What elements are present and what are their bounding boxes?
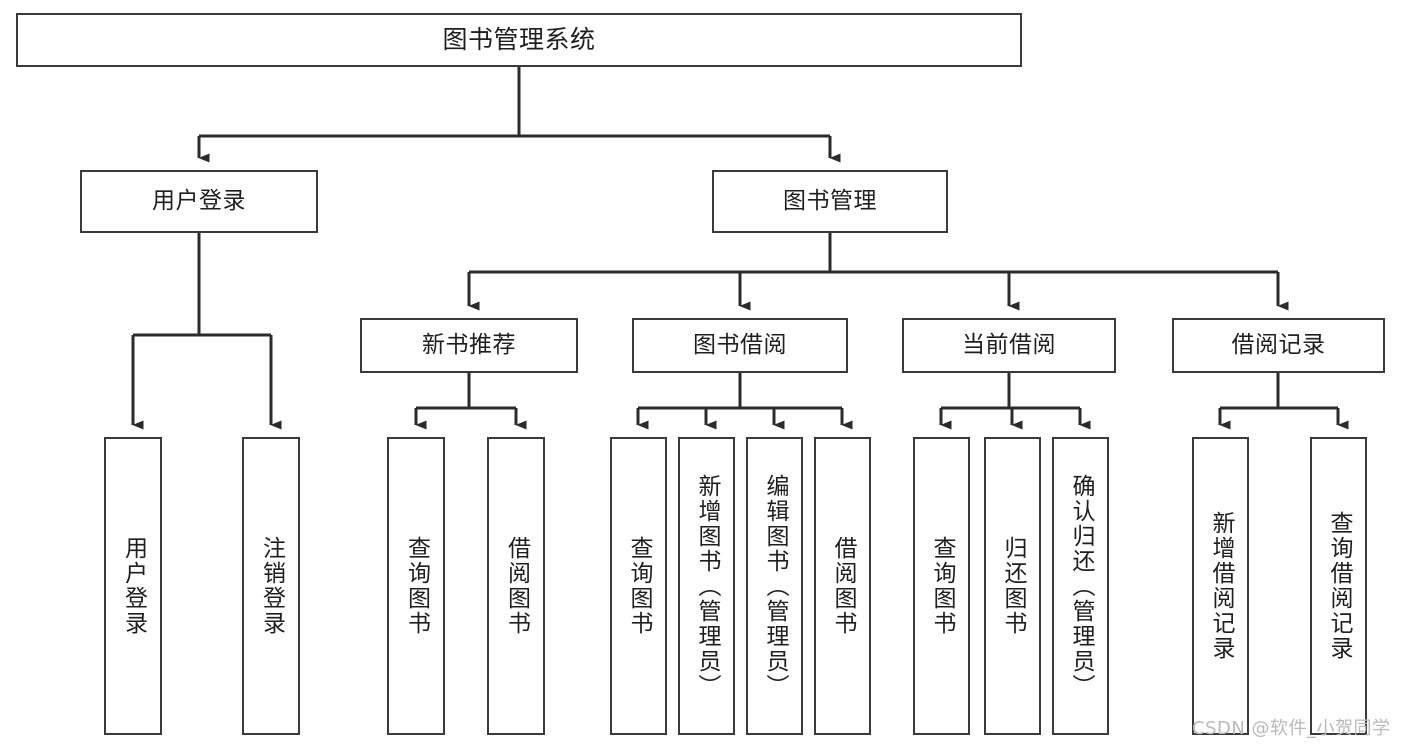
node-label-leaf-add-book-admin: 新增图书（管理员） (694, 473, 720, 699)
watermark-text: CSDN @软件_小贺同学 (1192, 718, 1391, 739)
node-leaf-confirm-return-admin[interactable]: 确认归还（管理员） (1052, 437, 1109, 735)
node-root-book-management-system[interactable]: 图书管理系统 (16, 13, 1022, 67)
node-leaf-user-login[interactable]: 用户登录 (104, 437, 162, 735)
node-label-new-book-recommend: 新书推荐 (422, 331, 516, 358)
node-new-book-recommend[interactable]: 新书推荐 (360, 318, 578, 373)
node-leaf-borrow-book[interactable]: 借阅图书 (814, 437, 871, 735)
node-label-leaf-query-book-current: 查询图书 (929, 536, 955, 636)
node-label-user-login: 用户登录 (152, 187, 246, 214)
node-current-borrow[interactable]: 当前借阅 (902, 318, 1116, 373)
node-leaf-borrow-book-recommend[interactable]: 借阅图书 (487, 437, 545, 735)
node-book-borrow[interactable]: 图书借阅 (632, 318, 848, 373)
node-leaf-query-borrow-record[interactable]: 查询借阅记录 (1310, 437, 1367, 735)
node-user-login[interactable]: 用户登录 (80, 170, 318, 233)
node-label-leaf-user-login: 用户登录 (120, 536, 147, 636)
node-leaf-logout[interactable]: 注销登录 (242, 437, 300, 735)
node-leaf-edit-book-admin[interactable]: 编辑图书（管理员） (746, 437, 803, 735)
node-label-book-borrow: 图书借阅 (693, 331, 787, 358)
node-leaf-add-borrow-record[interactable]: 新增借阅记录 (1192, 437, 1249, 735)
node-label-book-manage: 图书管理 (783, 187, 877, 214)
node-leaf-query-book-borrow[interactable]: 查询图书 (610, 437, 667, 735)
node-label-leaf-return-book: 归还图书 (1000, 536, 1026, 636)
node-label-leaf-query-book-borrow: 查询图书 (626, 536, 652, 636)
node-label-current-borrow: 当前借阅 (962, 331, 1056, 358)
node-leaf-query-book-recommend[interactable]: 查询图书 (387, 437, 445, 735)
node-label-leaf-borrow-book: 借阅图书 (830, 536, 856, 636)
node-label-leaf-add-borrow-record: 新增借阅记录 (1208, 511, 1234, 661)
node-label-leaf-confirm-return-admin: 确认归还（管理员） (1068, 473, 1094, 699)
node-label-leaf-query-borrow-record: 查询借阅记录 (1326, 511, 1352, 661)
node-leaf-return-book[interactable]: 归还图书 (984, 437, 1041, 735)
node-leaf-add-book-admin[interactable]: 新增图书（管理员） (678, 437, 735, 735)
node-borrow-record[interactable]: 借阅记录 (1172, 318, 1385, 373)
node-label-leaf-edit-book-admin: 编辑图书（管理员） (762, 473, 788, 699)
node-leaf-query-book-current[interactable]: 查询图书 (913, 437, 970, 735)
node-label-root: 图书管理系统 (442, 25, 596, 54)
node-label-leaf-borrow-book-recommend: 借阅图书 (503, 536, 530, 636)
node-label-leaf-logout: 注销登录 (258, 536, 285, 636)
node-label-leaf-query-book-recommend: 查询图书 (403, 536, 430, 636)
node-book-manage[interactable]: 图书管理 (712, 170, 948, 233)
node-label-borrow-record: 借阅记录 (1231, 331, 1326, 358)
